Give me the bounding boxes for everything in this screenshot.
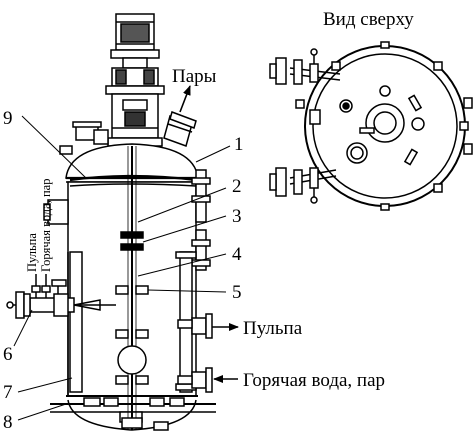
label-vertical-hot-water: Горячая вода, пар — [39, 179, 53, 272]
shaft-coupling — [120, 231, 144, 251]
label-hot-water: Горячая вода, пар — [243, 370, 385, 391]
leader-3 — [142, 215, 227, 243]
leader-4 — [137, 253, 227, 277]
callout-3: 3 — [232, 206, 242, 227]
callout-7: 7 — [3, 382, 13, 403]
internal-fittings — [115, 285, 149, 385]
top-view-valve-lower — [269, 167, 337, 204]
inlet-assembly — [6, 274, 116, 319]
gearbox — [107, 93, 163, 147]
shaft-bottom — [121, 417, 143, 429]
callout-5: 5 — [232, 282, 242, 303]
top-view-lugs — [295, 41, 469, 211]
top-view — [269, 41, 473, 211]
labels: Вид сверху Пары Пульпа Горячая вода, пар… — [3, 9, 414, 433]
callout-1: 1 — [234, 134, 244, 155]
lid-nozzles-left — [59, 121, 109, 155]
label-vertical-pulp: Пульпа — [25, 233, 39, 272]
left-jacket-pipe — [43, 199, 83, 396]
leader-lines — [13, 115, 231, 421]
label-vapors: Пары — [172, 66, 217, 87]
top-view-valve-upper — [269, 48, 341, 85]
leader-5 — [147, 289, 227, 293]
top-view-shaft-port — [365, 103, 405, 143]
leader-7 — [17, 377, 73, 393]
pulp-outlet-nozzle — [177, 313, 213, 339]
leader-9 — [21, 115, 87, 179]
top-view-title: Вид сверху — [323, 9, 414, 30]
sight-glass — [117, 345, 147, 375]
vapor-nozzle — [163, 111, 197, 147]
callout-6: 6 — [3, 344, 13, 365]
reactor-side-view — [6, 13, 216, 431]
callout-2: 2 — [232, 176, 242, 197]
leader-2 — [137, 187, 227, 223]
label-pulp: Пульпа — [243, 318, 303, 339]
motor-drive — [105, 13, 165, 95]
callout-8: 8 — [3, 412, 13, 433]
top-view-manhole — [346, 142, 368, 164]
hot-water-nozzle — [177, 367, 213, 393]
vapor-arrow — [179, 85, 191, 113]
callout-9: 9 — [3, 108, 13, 129]
leader-6 — [13, 309, 33, 347]
callout-4: 4 — [232, 244, 242, 265]
flow-arrows — [179, 85, 239, 383]
leader-8 — [17, 403, 67, 421]
leader-1 — [195, 145, 231, 163]
